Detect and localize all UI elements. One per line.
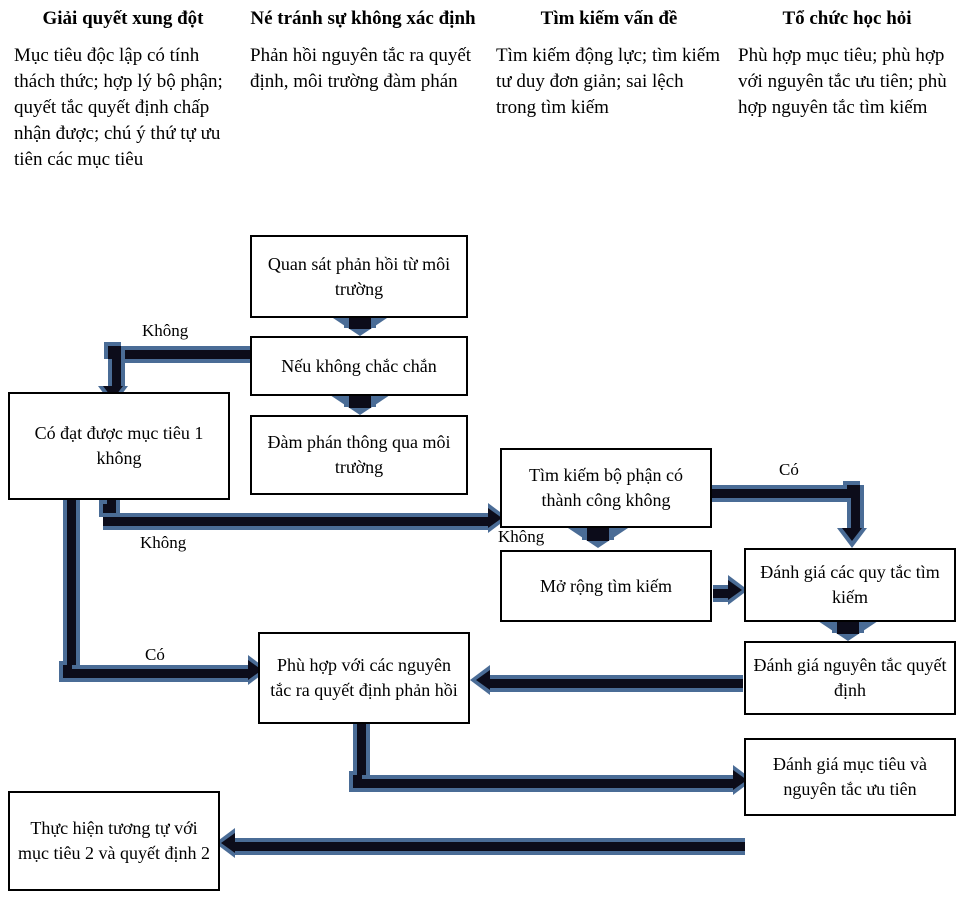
- node-negotiate-environment[interactable]: Đàm phán thông qua môi trường: [250, 415, 468, 495]
- edge-label-search-no: Không: [498, 527, 545, 546]
- column-title: Giải quyết xung đột: [42, 8, 204, 29]
- edge-goal1-no-horizontal: [103, 513, 488, 530]
- node-label: Phù hợp với các nguyên tắc ra quyết định…: [270, 655, 458, 700]
- arrow-shaft-core: [349, 395, 371, 408]
- node-label: Đánh giá nguyên tắc quyết định: [753, 655, 947, 700]
- edge-fitfeedback-to-evalgoal: [353, 775, 733, 792]
- edge-search-yes-horizontal: [711, 485, 856, 502]
- node-expand-search[interactable]: Mở rộng tìm kiếm: [500, 550, 712, 622]
- node-label: Tìm kiếm bộ phận có thành công không: [529, 465, 683, 510]
- arrow-shaft-core: [587, 528, 609, 541]
- edge-label-goal1-no: Không: [140, 533, 187, 552]
- edge-label-search-yes: Có: [779, 460, 799, 479]
- column-body: Phản hồi nguyên tắc ra quyết định, môi t…: [250, 45, 472, 92]
- header-column-uncertainty-avoidance: Né tránh sự không xác định Phản hồi nguy…: [250, 6, 476, 95]
- node-eval-goal-priority[interactable]: Đánh giá mục tiêu và nguyên tắc ưu tiên: [744, 738, 956, 816]
- edge-evalgoal-to-repeat: [235, 838, 745, 855]
- node-label: Đàm phán thông qua môi trường: [267, 432, 451, 477]
- header-column-organizational-learning: Tổ chức học hỏi Phù hợp mục tiêu; phù hợ…: [738, 6, 956, 121]
- edge-corner-core: [63, 665, 72, 678]
- edge-goal1-yes-horizontal: [63, 665, 248, 682]
- node-label: Có đạt được mục tiêu 1 không: [34, 423, 204, 468]
- arrow-head-right-core: [728, 579, 742, 600]
- edge-corner-core: [353, 775, 362, 788]
- node-fit-feedback-rules[interactable]: Phù hợp với các nguyên tắc ra quyết định…: [258, 632, 470, 724]
- header-column-problemistic-search: Tìm kiếm vấn đề Tìm kiếm động lực; tìm k…: [496, 6, 722, 121]
- column-title: Tổ chức học hỏi: [782, 8, 912, 29]
- column-body: Tìm kiếm động lực; tìm kiếm tư duy đơn g…: [496, 45, 721, 118]
- arrow-head-left-core: [221, 832, 235, 853]
- arrow-head-left-core: [476, 669, 490, 690]
- edge-goal1-yes-vertical: [63, 498, 80, 673]
- edge-uncertain-to-goal1-horizontal: [108, 346, 258, 363]
- edge-corner-core: [103, 504, 112, 513]
- column-title: Né tránh sự không xác định: [250, 8, 476, 29]
- edge-evaldecision-to-fitfeedback: [490, 675, 743, 692]
- edge-corner-core: [847, 485, 856, 498]
- node-observe-environment[interactable]: Quan sát phản hồi từ môi trường: [250, 235, 468, 318]
- node-eval-search-rules[interactable]: Đánh giá các quy tắc tìm kiếm: [744, 548, 956, 622]
- arrow-head-down-core: [841, 528, 862, 541]
- arrow-head-right-core: [733, 769, 747, 790]
- edge-label-uncertain-to-goal1: Không: [142, 321, 189, 340]
- node-label: Thực hiện tương tự với mục tiêu 2 và quy…: [18, 818, 210, 863]
- edge-observe-to-uncertain: [330, 316, 390, 338]
- edge-corner-core: [108, 346, 117, 359]
- node-repeat-goal2[interactable]: Thực hiện tương tự với mục tiêu 2 và quy…: [8, 791, 220, 891]
- edge-uncertain-to-negotiate: [330, 395, 390, 417]
- column-title: Tìm kiếm vấn đề: [540, 8, 678, 29]
- node-label: Quan sát phản hồi từ môi trường: [267, 253, 451, 299]
- node-search-success-unit[interactable]: Tìm kiếm bộ phận có thành công không: [500, 448, 712, 528]
- column-body: Mục tiêu độc lập có tính thách thức; hợp…: [14, 45, 223, 170]
- arrow-shaft-core: [349, 316, 371, 329]
- edge-evalsearch-to-evaldecision: [818, 621, 878, 643]
- column-body: Phù hợp mục tiêu; phù hợp với nguyên tắc…: [738, 45, 947, 118]
- edge-search-no: [568, 528, 628, 550]
- arrow-shaft-core: [837, 621, 859, 634]
- node-goal1-reached[interactable]: Có đạt được mục tiêu 1 không: [8, 392, 230, 500]
- node-eval-decision-rules[interactable]: Đánh giá nguyên tắc quyết định: [744, 641, 956, 715]
- edge-fitfeedback-down: [353, 723, 370, 783]
- arrow-head-right-core: [488, 507, 502, 528]
- node-label: Mở rộng tìm kiếm: [539, 575, 672, 596]
- header-column-conflict-resolution: Giải quyết xung đột Mục tiêu độc lập có …: [14, 6, 232, 173]
- node-label: Đánh giá mục tiêu và nguyên tắc ưu tiên: [773, 754, 927, 799]
- node-if-uncertain[interactable]: Nếu không chắc chắn: [250, 336, 468, 396]
- edge-expand-to-evalsearch: [713, 585, 728, 602]
- node-label: Nếu không chắc chắn: [281, 355, 437, 376]
- edge-label-goal1-yes: Có: [145, 645, 165, 664]
- node-label: Đánh giá các quy tắc tìm kiếm: [760, 562, 940, 607]
